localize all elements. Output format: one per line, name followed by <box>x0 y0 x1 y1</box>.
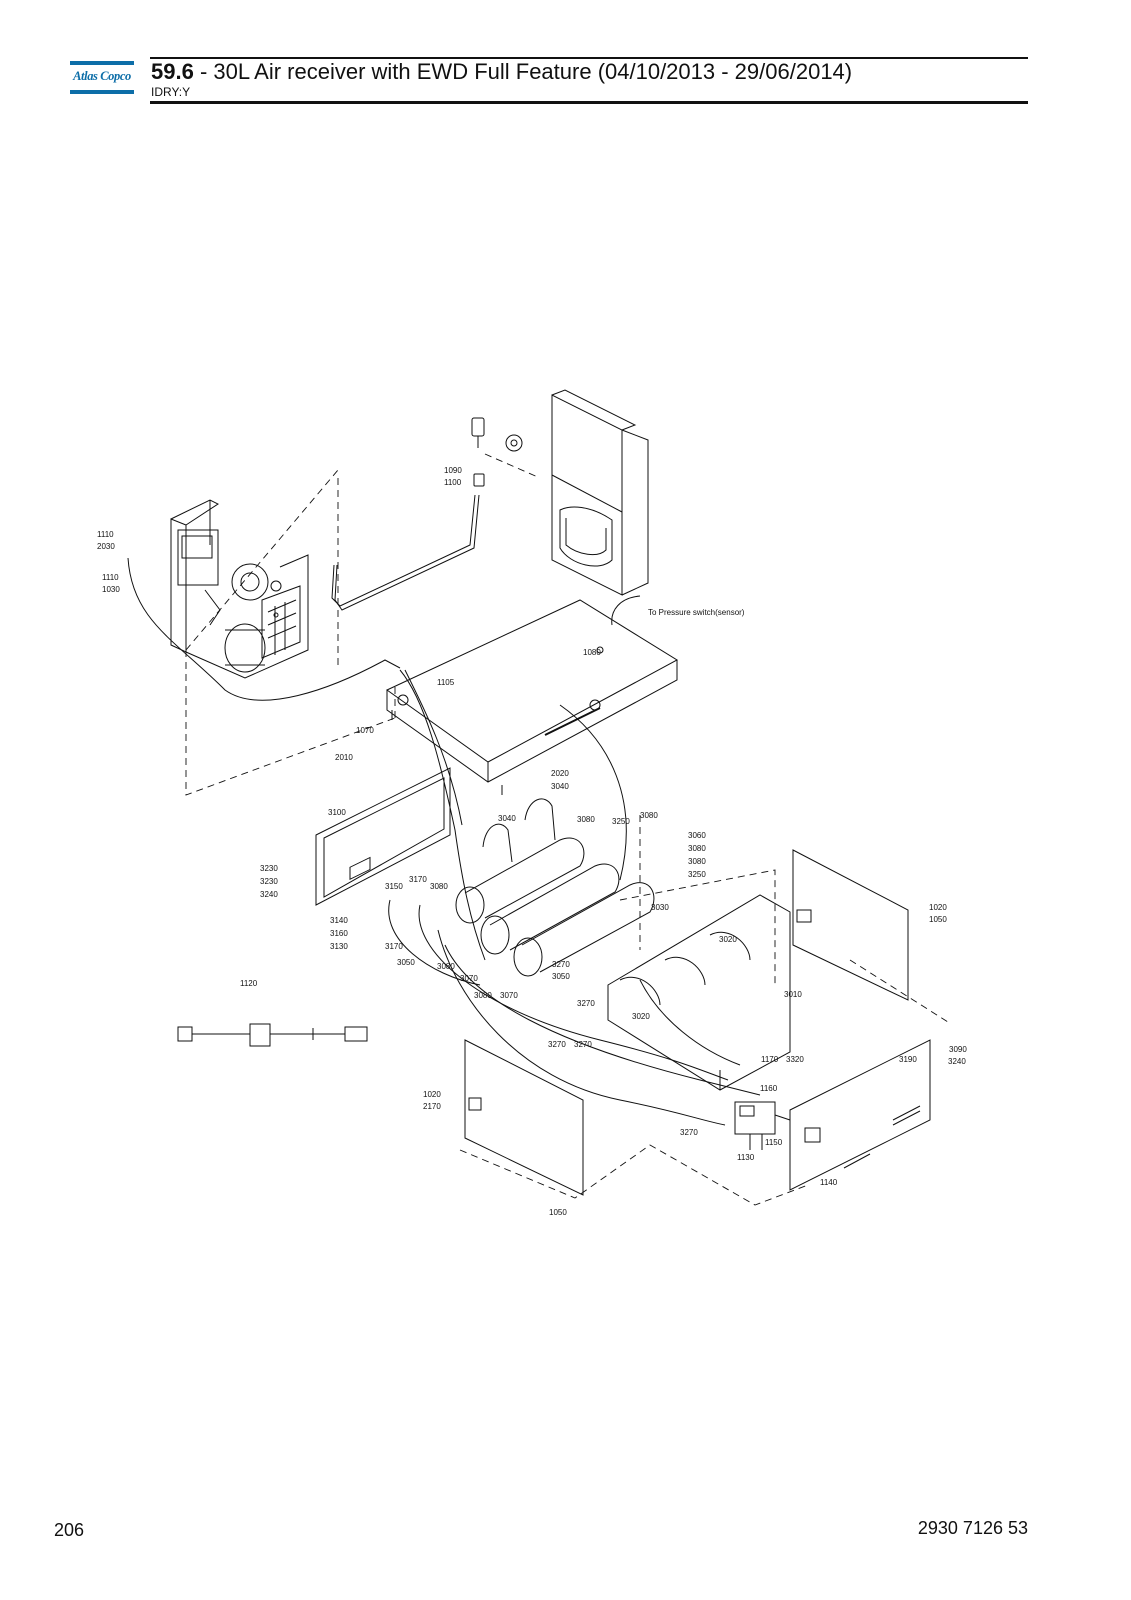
callout-2010: 2010 <box>335 753 353 762</box>
callout-3270: 3270 <box>552 960 570 969</box>
callout-3090: 3090 <box>949 1045 967 1054</box>
callout-3100: 3100 <box>328 808 346 817</box>
section-number: 59.6 <box>151 59 194 84</box>
callout-3250: 3250 <box>688 870 706 879</box>
callout-3240: 3240 <box>260 890 278 899</box>
callout-1020: 1020 <box>929 903 947 912</box>
callout-1070: 1070 <box>356 726 374 735</box>
callout-1030: 1030 <box>102 585 120 594</box>
header-rule-top <box>150 57 1028 59</box>
callout-1110: 1110 <box>97 530 114 539</box>
refrigeration-unit <box>170 499 309 679</box>
callout-3080: 3080 <box>430 882 448 891</box>
callout-3080: 3080 <box>640 811 658 820</box>
callout-1170: 1170 <box>761 1055 779 1064</box>
logo-bar-top <box>70 61 134 65</box>
callout-3240: 3240 <box>948 1057 966 1066</box>
callout-3270: 3270 <box>574 1040 592 1049</box>
front-panel-lower <box>464 1039 584 1196</box>
callout-3030: 3030 <box>651 903 669 912</box>
callout-1050: 1050 <box>549 1208 567 1217</box>
callout-3080: 3080 <box>688 844 706 853</box>
callout-3270: 3270 <box>548 1040 566 1049</box>
callout-3190: 3190 <box>899 1055 917 1064</box>
callout-2020: 2020 <box>551 769 569 778</box>
callout-3150: 3150 <box>385 882 403 891</box>
callout-1080: 1080 <box>583 648 601 657</box>
dashed-guides <box>185 453 949 1206</box>
callout-3140: 3140 <box>330 916 348 925</box>
title-text: - 30L Air receiver with EWD Full Feature… <box>193 59 853 84</box>
side-panel-lower-right <box>789 1039 931 1191</box>
air-receiver-tanks <box>455 798 655 977</box>
callout-3230: 3230 <box>260 864 278 873</box>
panel-3100 <box>315 767 451 906</box>
callout-3160: 3160 <box>330 929 348 938</box>
logo-text: Atlas Copco <box>73 69 131 83</box>
callout-3070: 3070 <box>500 991 518 1000</box>
cable-1120 <box>177 1023 368 1047</box>
page-subtitle: IDRY:Y <box>151 85 191 99</box>
callout-1020: 1020 <box>423 1090 441 1099</box>
document-number: 2930 7126 53 <box>917 1518 1028 1538</box>
callout-2030: 2030 <box>97 542 115 551</box>
header-rule-bottom <box>150 101 1028 104</box>
callout-1090: 1090 <box>444 466 462 475</box>
callout-3170: 3170 <box>409 875 427 884</box>
callout-1150: 1150 <box>765 1138 783 1147</box>
callout-3270: 3270 <box>680 1128 698 1137</box>
callout-1160: 1160 <box>760 1084 778 1093</box>
callout-1110: 1110 <box>102 573 119 582</box>
page-title: 59.6 - 30L Air receiver with EWD Full Fe… <box>151 59 1028 85</box>
base-plate <box>386 599 678 795</box>
callout-1120: 1120 <box>240 979 258 988</box>
callout-3020: 3020 <box>632 1012 650 1021</box>
callout-3270: 3270 <box>577 999 595 1008</box>
callout-3060: 3060 <box>688 831 706 840</box>
callout-3080: 3080 <box>437 962 455 971</box>
callout-3040: 3040 <box>498 814 516 823</box>
callout-3250: 3250 <box>612 817 630 826</box>
logo-bar-bottom <box>70 90 134 94</box>
callout-1130: 1130 <box>737 1153 755 1162</box>
callout-3080: 3080 <box>688 857 706 866</box>
callout-1140: 1140 <box>820 1178 838 1187</box>
callout-3050: 3050 <box>397 958 415 967</box>
callout-3080: 3080 <box>474 991 492 1000</box>
cabinet-upper-right <box>551 389 649 596</box>
callout-2170: 2170 <box>423 1102 441 1111</box>
callout-3230: 3230 <box>260 877 278 886</box>
callout-3080: 3080 <box>577 815 595 824</box>
callout-1050: 1050 <box>929 915 947 924</box>
callout-3010: 3010 <box>784 990 802 999</box>
callout-3130: 3130 <box>330 942 348 951</box>
tank-cradle <box>607 894 791 1091</box>
callout-3170: 3170 <box>385 942 403 951</box>
callout-3040: 3040 <box>551 782 569 791</box>
callout-3320: 3320 <box>786 1055 804 1064</box>
top-fittings <box>471 417 523 487</box>
callout-3020: 3020 <box>719 935 737 944</box>
page-number: 206 <box>54 1520 85 1540</box>
callout-labels: 1110 2030 1110 1030 1090 1100 1080 1105 1070 2010… <box>97 466 967 1217</box>
side-panel-right <box>792 849 909 1001</box>
drain-unit <box>734 1101 791 1150</box>
pressure-switch-note: To Pressure switch(sensor) <box>648 608 745 617</box>
callout-3050: 3050 <box>552 972 570 981</box>
atlas-copco-logo: Atlas Copco <box>70 61 134 95</box>
callout-3070: 3070 <box>460 974 478 983</box>
callout-1100: 1100 <box>444 478 462 487</box>
callout-1105: 1105 <box>437 678 455 687</box>
